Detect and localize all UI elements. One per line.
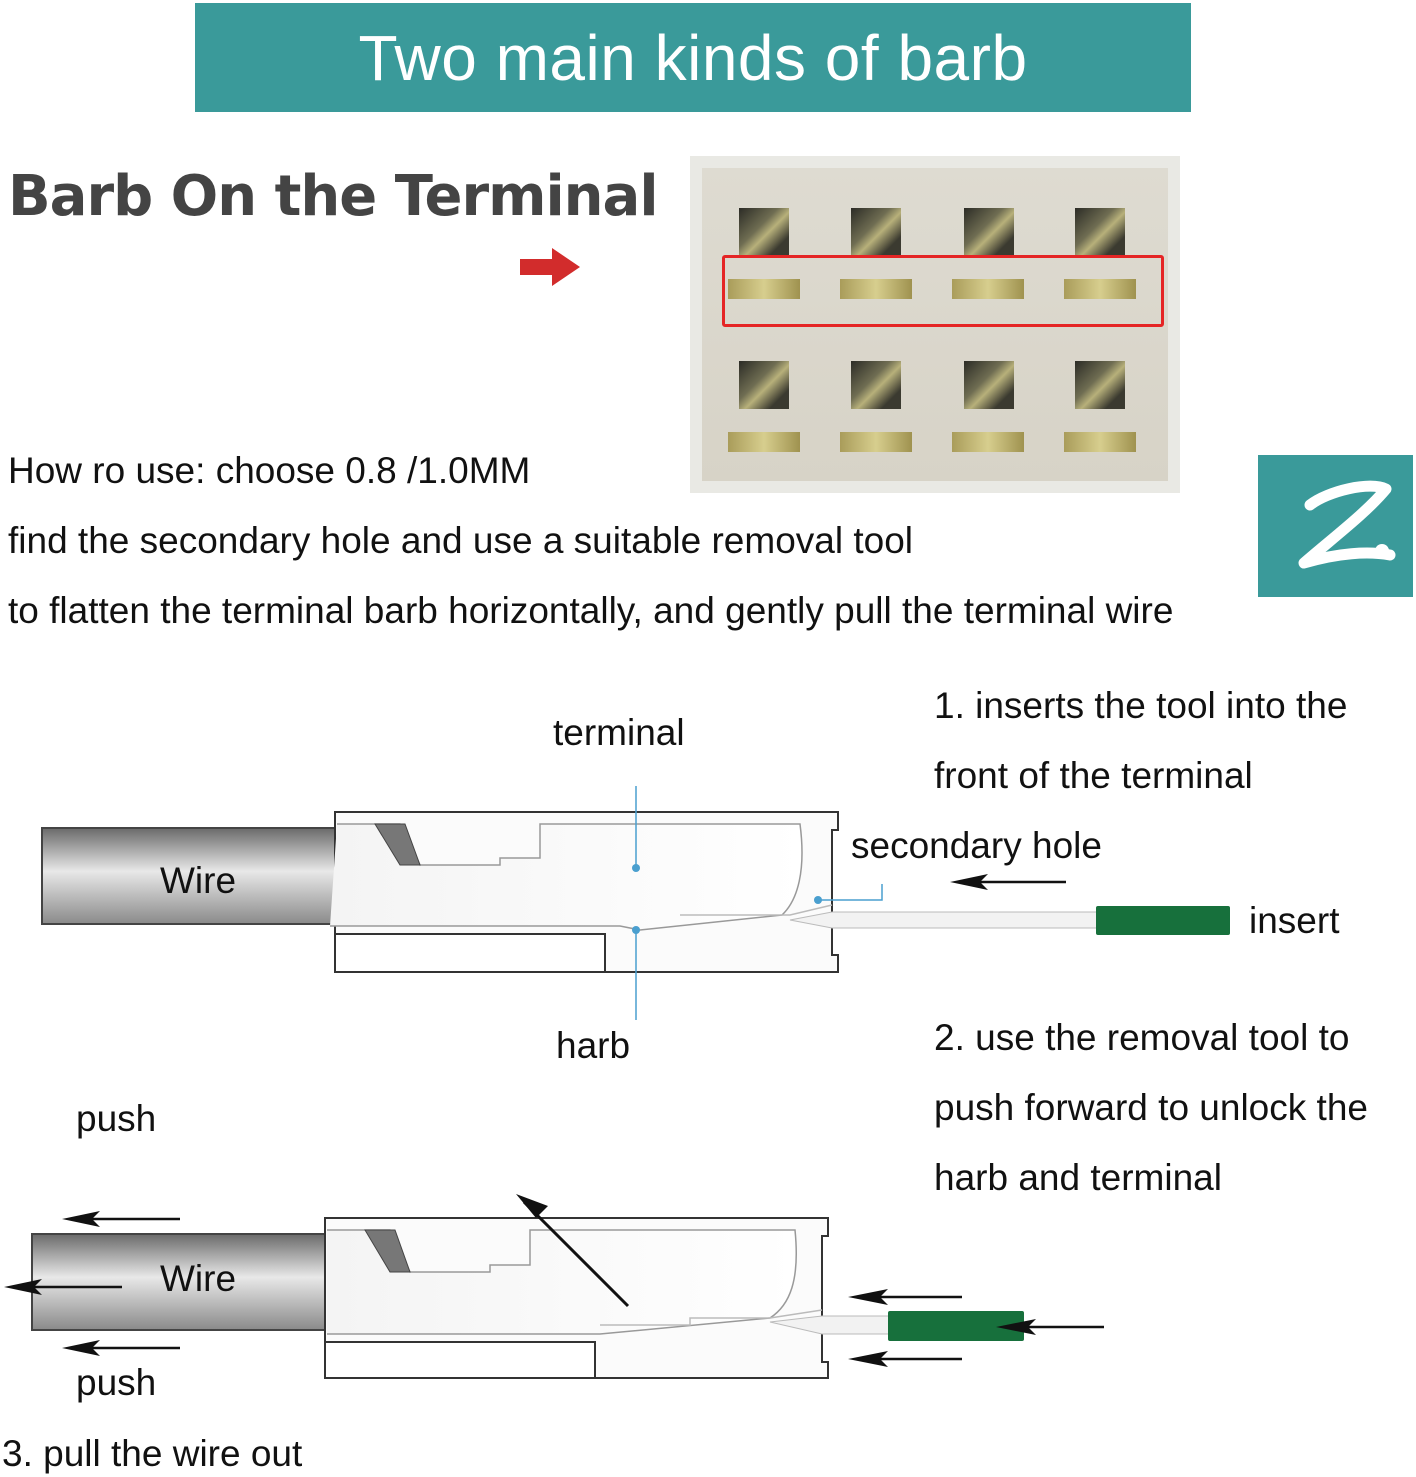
pull-arrow-middle-icon xyxy=(4,1279,42,1295)
red-arrow-icon xyxy=(520,248,580,286)
lower-slot-1 xyxy=(334,933,606,973)
step-two-numeral-icon xyxy=(1298,480,1396,569)
crimp-1 xyxy=(374,823,421,866)
instruction-line-2: find the secondary hole and use a suitab… xyxy=(8,520,914,561)
title-banner: Two main kinds of barb xyxy=(195,3,1191,112)
terminal-label: terminal xyxy=(553,712,685,753)
removal-tool-handle-2 xyxy=(888,1311,1024,1341)
diagram-2 xyxy=(4,1194,1104,1379)
pull-arrow-bottom-icon xyxy=(62,1340,100,1356)
step1-line-1: 1. inserts the tool into the xyxy=(934,685,1348,726)
diagram-1 xyxy=(41,786,1230,1020)
lower-slot-2 xyxy=(324,1341,596,1379)
connector-photo xyxy=(690,156,1180,493)
secondary-hole-label: secondary hole xyxy=(851,825,1102,866)
step2-line-2: push forward to unlock the xyxy=(934,1087,1368,1128)
harb-label: harb xyxy=(556,1025,631,1066)
unlock-arrow-icon xyxy=(516,1194,548,1218)
push-label-bottom: push xyxy=(76,1362,157,1403)
terminal-body-2 xyxy=(327,1229,798,1335)
wire-label-1: Wire xyxy=(160,860,237,901)
crimp-2 xyxy=(364,1229,411,1273)
instruction-line-1: How ro use: choose 0.8 /1.0MM xyxy=(8,450,531,491)
step1-line-2: front of the terminal xyxy=(934,755,1253,796)
banner-title: Two main kinds of barb xyxy=(358,21,1028,94)
push-label-top: push xyxy=(76,1098,157,1139)
step-badge xyxy=(1258,455,1413,597)
removal-tool-handle-1 xyxy=(1096,906,1230,935)
instruction-line-3: to flatten the terminal barb horizontall… xyxy=(8,590,1174,631)
step2-line-3: harb and terminal xyxy=(934,1157,1222,1198)
pull-arrow-top-icon xyxy=(62,1211,100,1227)
removal-tool-shaft-1 xyxy=(789,911,1101,929)
wire-2 xyxy=(31,1233,328,1331)
wire-label-2: Wire xyxy=(160,1258,237,1299)
step2-line-1: 2. use the removal tool to xyxy=(934,1017,1350,1058)
step3-label: 3. pull the wire out xyxy=(2,1433,303,1474)
insert-arrow-icon xyxy=(950,874,988,890)
section-heading: Barb On the Terminal xyxy=(8,164,659,229)
insert-label: insert xyxy=(1249,900,1340,941)
wire-1 xyxy=(41,827,338,925)
barb-highlight-box xyxy=(722,255,1164,327)
